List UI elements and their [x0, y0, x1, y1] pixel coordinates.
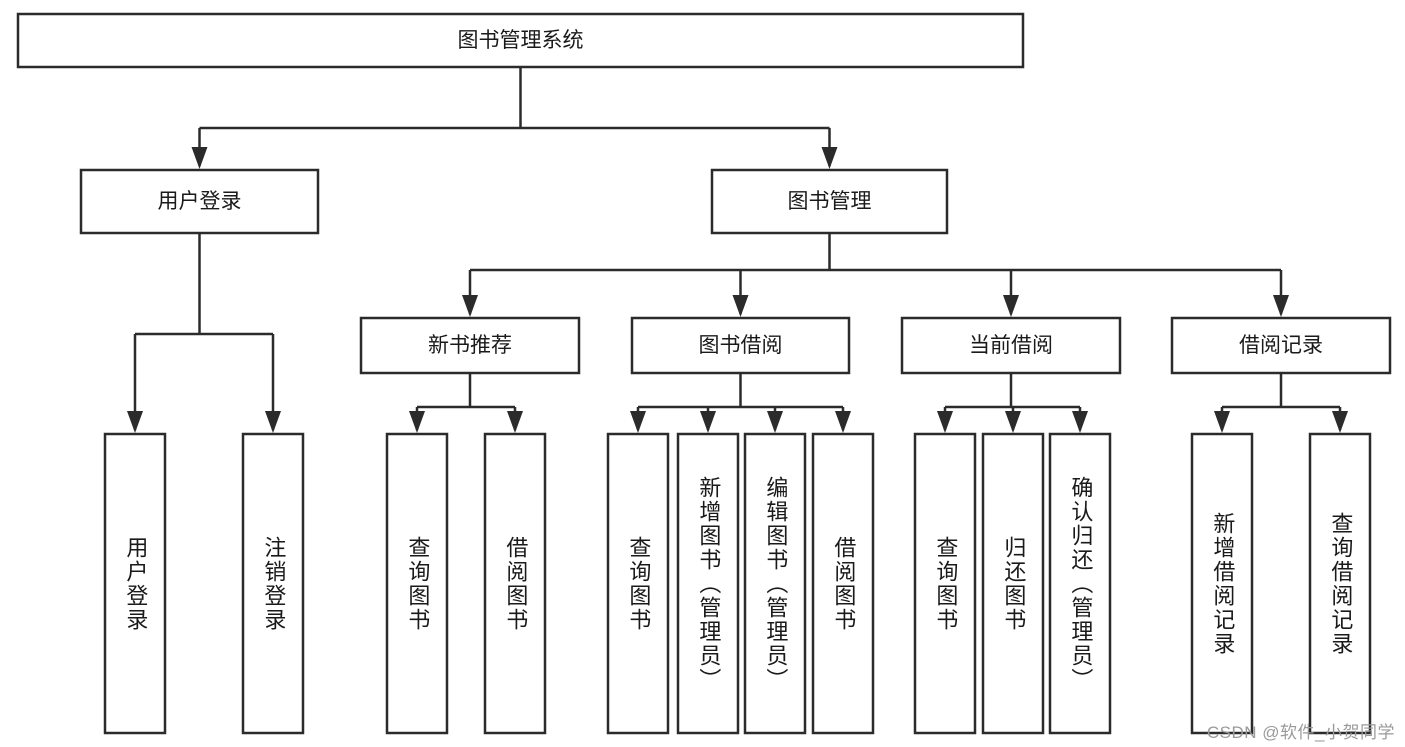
arrow-head-icon [1214, 411, 1230, 433]
node-label-new-book-recommend: 新书推荐 [428, 334, 512, 357]
node-box-leaf-query-borrow-record[interactable] [1308, 432, 1372, 735]
arrow-head-icon [700, 411, 716, 433]
arrow-head-icon [191, 147, 208, 169]
arrow-head-icon [1332, 411, 1348, 433]
node-box-leaf-query-book-borrow[interactable] [606, 432, 670, 735]
node-box-leaf-edit-book-admin[interactable] [743, 432, 807, 735]
node-box-leaf-query-book-current[interactable] [913, 432, 977, 735]
node-box-root[interactable] [16, 12, 1025, 69]
node-box-user-login[interactable] [79, 168, 320, 235]
arrow-head-icon [265, 411, 281, 433]
arrow-head-icon [630, 411, 646, 433]
node-label-user-login: 用户登录 [158, 190, 242, 213]
node-label-borrow-record: 借阅记录 [1239, 334, 1323, 357]
node-box-leaf-user-login[interactable] [103, 432, 167, 735]
node-box-leaf-return-book[interactable] [981, 432, 1045, 735]
node-box-leaf-query-book-rec[interactable] [385, 432, 449, 735]
arrow-head-icon [1005, 411, 1021, 433]
node-box-leaf-confirm-return-admin[interactable] [1048, 432, 1112, 735]
arrow-head-icon [937, 411, 953, 433]
node-box-borrow-record[interactable] [1170, 316, 1392, 375]
arrow-head-icon [127, 411, 143, 433]
arrow-head-icon [821, 147, 838, 169]
node-box-leaf-borrow-book[interactable] [811, 432, 875, 735]
arrow-head-icon [835, 411, 851, 433]
node-label-book-borrow: 图书借阅 [699, 334, 783, 357]
arrow-head-icon [409, 411, 425, 433]
arrow-head-icon [767, 411, 783, 433]
arrow-head-icon [462, 295, 478, 317]
node-box-book-borrow[interactable] [630, 316, 851, 375]
node-label-current-borrow: 当前借阅 [969, 334, 1053, 357]
arrow-head-icon [1072, 411, 1088, 433]
watermark-text: CSDN @软件_小贺同学 [1206, 723, 1395, 742]
node-label-book-management: 图书管理 [788, 190, 872, 213]
arrow-head-icon [1273, 295, 1289, 317]
node-box-book-management[interactable] [710, 168, 949, 235]
node-box-leaf-add-book-admin[interactable] [676, 432, 740, 735]
node-box-current-borrow[interactable] [900, 316, 1122, 375]
node-box-leaf-borrow-book-rec[interactable] [483, 432, 547, 735]
node-label-root: 图书管理系统 [458, 29, 584, 52]
arrow-head-icon [507, 411, 523, 433]
node-box-leaf-logout-login[interactable] [241, 432, 305, 735]
node-box-leaf-add-borrow-record[interactable] [1190, 432, 1254, 735]
arrow-head-icon [1003, 295, 1019, 317]
connector-edges [127, 67, 1348, 433]
arrow-head-icon [732, 295, 749, 317]
node-box-new-book-recommend[interactable] [359, 316, 581, 375]
